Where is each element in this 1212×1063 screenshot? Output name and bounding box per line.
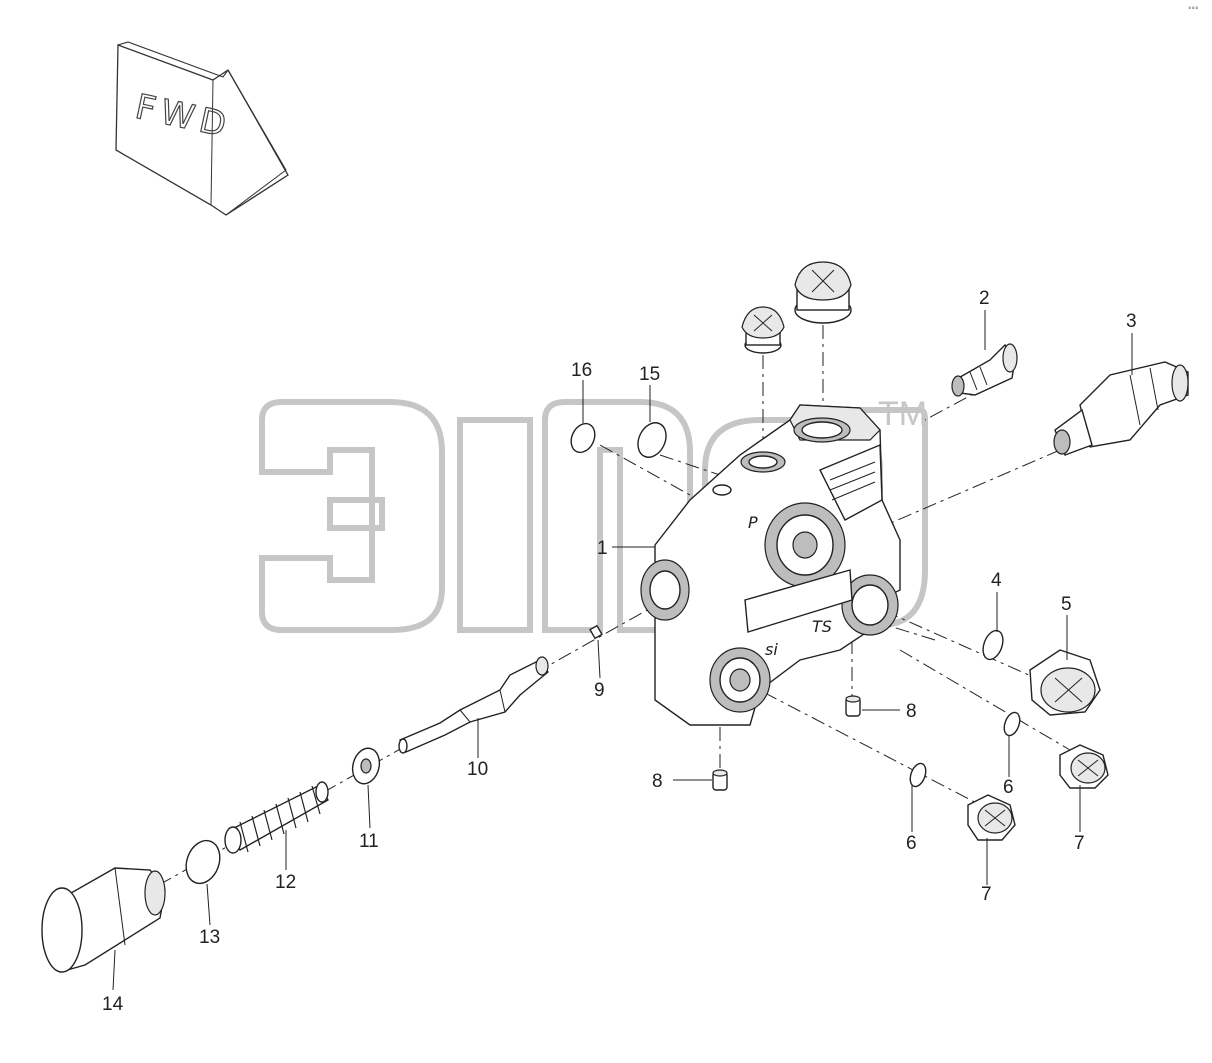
callout-12: 12	[275, 872, 296, 893]
watermark-logo: TM	[259, 395, 928, 633]
callout-6a: 6	[1003, 777, 1014, 798]
o-ring-15	[637, 422, 667, 458]
o-ring-4	[982, 629, 1004, 661]
callout-3: 3	[1126, 311, 1137, 332]
callout-7a: 7	[1074, 833, 1085, 854]
large-top-plug	[794, 261, 852, 324]
label-si: si	[765, 640, 778, 659]
callout-8b: 8	[652, 771, 663, 792]
callout-8a: 8	[906, 701, 917, 722]
pin-9	[589, 624, 603, 640]
small-top-plug	[741, 306, 785, 354]
watermark-tm: TM	[878, 395, 927, 433]
corner-marks: °°°	[1188, 6, 1199, 14]
pin-8a	[845, 695, 861, 717]
o-ring-13	[185, 839, 221, 885]
plug-7a	[1059, 744, 1109, 789]
spool	[398, 656, 549, 754]
plug-5	[1029, 649, 1101, 716]
o-ring-6b	[909, 762, 927, 788]
relief-valve-cartridge	[1053, 361, 1189, 456]
callout-6b: 6	[906, 833, 917, 854]
callout-10: 10	[467, 759, 488, 780]
valve-body: P si TS	[640, 404, 901, 726]
callout-4: 4	[991, 570, 1002, 591]
callout-2: 2	[979, 288, 990, 309]
check-valve-cartridge	[951, 343, 1018, 397]
callout-14: 14	[102, 994, 124, 1015]
callout-9: 9	[594, 680, 605, 701]
fwd-label: FWD	[132, 87, 236, 146]
spring-12	[224, 781, 329, 854]
fwd-arrow-icon: FWD	[115, 41, 289, 216]
port-p-label: P	[748, 513, 758, 532]
callout-7b: 7	[981, 884, 992, 905]
callout-16: 16	[571, 360, 592, 381]
callout-5: 5	[1061, 594, 1072, 615]
leader-lines	[112, 310, 1133, 991]
callouts: 1 2 3 4 5 6 6 7 7 8 8 9 10 11 12 13 14 1…	[102, 288, 1137, 1015]
callout-11: 11	[359, 831, 379, 852]
callout-13: 13	[199, 927, 220, 948]
plug-7b	[967, 794, 1016, 841]
o-ring-16	[570, 422, 596, 454]
o-ring-6a	[1003, 711, 1021, 737]
callout-15: 15	[639, 364, 660, 385]
label-ts: TS	[812, 617, 832, 636]
cap-14	[41, 867, 166, 973]
washer-11	[351, 747, 381, 785]
pin-8b	[712, 769, 728, 791]
callout-1: 1	[597, 538, 608, 559]
